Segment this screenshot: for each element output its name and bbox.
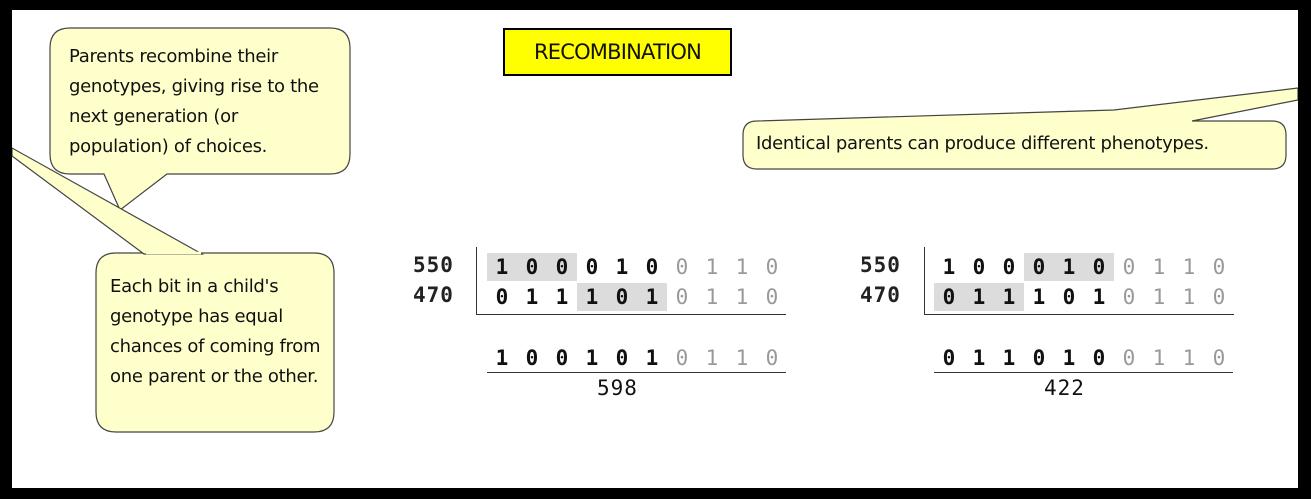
left-parent1-bit-6: 0	[675, 255, 689, 279]
title-box: RECOMBINATION	[503, 28, 732, 76]
right-child-bit-8: 1	[1182, 346, 1196, 370]
left-child-value: 598	[597, 376, 638, 400]
right-parent2-bit-3: 1	[1032, 285, 1046, 309]
left-child-bit-3: 1	[585, 346, 599, 370]
left-parent1-bit-8: 1	[735, 255, 749, 279]
left-child-bit-6: 0	[675, 346, 689, 370]
right-parent2-bit-4: 0	[1062, 285, 1076, 309]
right-parent1-bit-7: 1	[1152, 255, 1166, 279]
left-child-bit-0: 1	[495, 346, 509, 370]
left-parent2-bit-1: 1	[525, 285, 539, 309]
right-parent2-bit-8: 1	[1182, 285, 1196, 309]
left-parent1-bit-2: 0	[547, 253, 577, 281]
callout-each-bit-text: Each bit in a child's genotype has equal…	[110, 276, 321, 387]
right-parent1-bit-6: 0	[1122, 255, 1136, 279]
right-parent1-bit-8: 1	[1182, 255, 1196, 279]
right-divider-horizontal	[924, 314, 1234, 315]
right-parent2-label: 470	[860, 283, 901, 307]
left-parent1-label: 550	[413, 253, 454, 277]
right-parent2-bit-9: 0	[1212, 285, 1226, 309]
right-parent1-bit-0: 1	[942, 255, 956, 279]
left-parent2-label: 470	[413, 283, 454, 307]
right-child-bit-6: 0	[1122, 346, 1136, 370]
left-parent1-bit-3: 0	[585, 255, 599, 279]
right-parent1-bit-9: 0	[1212, 255, 1226, 279]
left-child-bit-1: 0	[525, 346, 539, 370]
slide: Parents recombine their genotypes, givin…	[12, 10, 1298, 488]
right-parent1-bit-3: 0	[1024, 253, 1054, 281]
right-parent1-label: 550	[860, 253, 901, 277]
right-parent1-bit-1: 0	[972, 255, 986, 279]
right-parent1-bit-5: 0	[1084, 253, 1114, 281]
right-parent2-bit-6: 0	[1122, 285, 1136, 309]
left-parent2-bit-2: 1	[555, 285, 569, 309]
left-parent2-bit-6: 0	[675, 285, 689, 309]
right-parent1-bit-2: 0	[1002, 255, 1016, 279]
callout-identical-text: Identical parents can produce different …	[756, 133, 1209, 154]
left-child-bit-2: 0	[555, 346, 569, 370]
right-child-value: 422	[1044, 376, 1085, 400]
left-child-bit-4: 0	[615, 346, 629, 370]
left-sum-line	[487, 372, 786, 373]
right-child-bit-2: 1	[1002, 346, 1016, 370]
left-parent2-bit-4: 0	[607, 283, 637, 311]
right-parent2-bit-0: 0	[934, 283, 964, 311]
left-child-bit-9: 0	[765, 346, 779, 370]
right-parent2-bit-1: 1	[964, 283, 994, 311]
left-parent2-bit-0: 0	[495, 285, 509, 309]
right-child-bit-7: 1	[1152, 346, 1166, 370]
left-parent2-bit-3: 1	[577, 283, 607, 311]
left-child-bit-8: 1	[735, 346, 749, 370]
right-child-bit-4: 1	[1062, 346, 1076, 370]
right-child-bit-9: 0	[1212, 346, 1226, 370]
right-divider-vertical	[924, 247, 925, 315]
callout-recombine-text: Parents recombine their genotypes, givin…	[69, 46, 319, 157]
left-parent1-bit-4: 1	[615, 255, 629, 279]
right-parent2-bit-5: 1	[1092, 285, 1106, 309]
right-parent1-bit-4: 1	[1054, 253, 1084, 281]
callout-each-bit-tail	[12, 147, 205, 255]
left-parent2-bit-5: 1	[637, 283, 667, 311]
title-text: RECOMBINATION	[533, 40, 702, 64]
left-parent2-bit-9: 0	[765, 285, 779, 309]
left-parent1-bit-9: 0	[765, 255, 779, 279]
right-sum-line	[934, 372, 1233, 373]
left-parent1-bit-5: 0	[645, 255, 659, 279]
right-parent2-bit-2: 1	[994, 283, 1024, 311]
right-child-bit-3: 0	[1032, 346, 1046, 370]
left-parent2-bit-7: 1	[705, 285, 719, 309]
left-divider-horizontal	[476, 314, 786, 315]
left-parent1-bit-1: 0	[517, 253, 547, 281]
right-child-bit-5: 0	[1092, 346, 1106, 370]
right-child-bit-1: 1	[972, 346, 986, 370]
left-divider-vertical	[476, 247, 477, 315]
right-parent2-bit-7: 1	[1152, 285, 1166, 309]
left-parent1-bit-7: 1	[705, 255, 719, 279]
left-child-bit-7: 1	[705, 346, 719, 370]
left-child-bit-5: 1	[645, 346, 659, 370]
left-parent1-bit-0: 1	[487, 253, 517, 281]
left-parent2-bit-8: 1	[735, 285, 749, 309]
right-child-bit-0: 0	[942, 346, 956, 370]
